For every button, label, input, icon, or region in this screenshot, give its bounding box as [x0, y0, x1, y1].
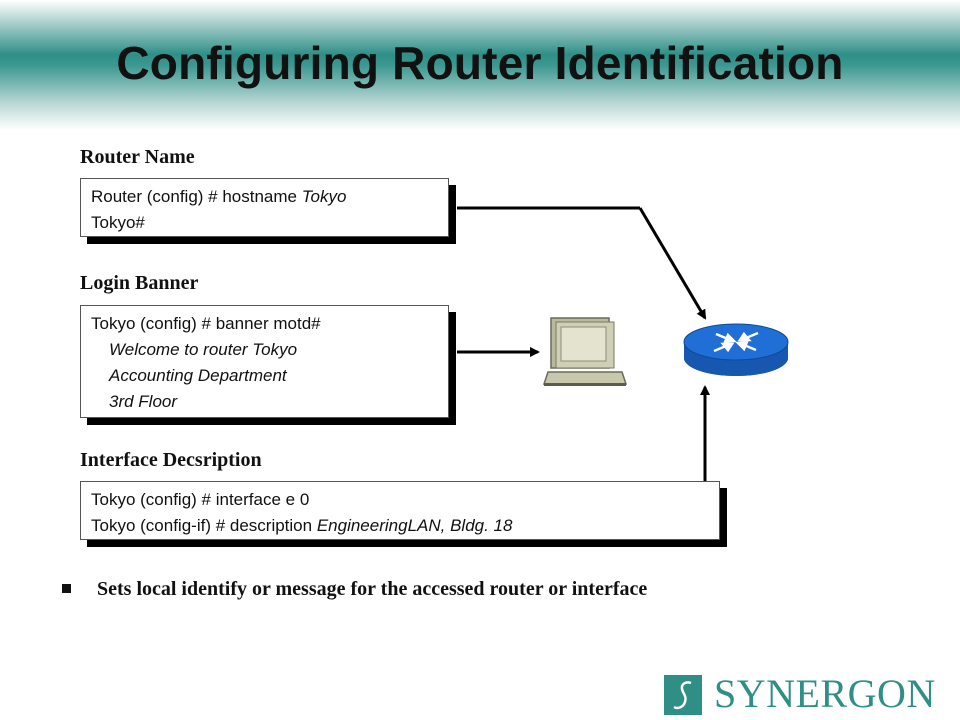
router-name-box: Router (config) # hostname Tokyo Tokyo#: [80, 178, 449, 237]
banner-line1: Tokyo (config) # banner motd#: [91, 314, 321, 333]
interface-description-box: Tokyo (config) # interface e 0 Tokyo (co…: [80, 481, 720, 540]
login-banner-box: Tokyo (config) # banner motd# Welcome to…: [80, 305, 449, 418]
interface-line2: Tokyo (config-if) # description Engineer…: [91, 513, 709, 539]
synergon-logo-text: SYNERGON: [714, 671, 936, 716]
synergon-logo-mark: [664, 675, 702, 715]
banner-line4: 3rd Floor: [109, 392, 178, 411]
router-name-connector: [457, 206, 707, 320]
interface-description-label: Interface Decsription: [80, 449, 262, 471]
router-name-line1: Router (config) # hostname Tokyo: [91, 184, 438, 210]
bullet-square-icon: [62, 583, 71, 593]
login-banner-label: Login Banner: [80, 272, 199, 294]
interface-line1: Tokyo (config) # interface e 0: [91, 490, 310, 509]
router-name-label: Router Name: [80, 146, 195, 168]
bullet-text: Sets local identify or message for the a…: [97, 578, 648, 600]
bullet-item: Sets local identify or message for the a…: [62, 578, 647, 601]
description-value: EngineeringLAN, Bldg. 18: [316, 516, 513, 535]
description-command: Tokyo (config-if) # description: [91, 516, 317, 535]
hostname-command: Router (config) # hostname: [91, 187, 302, 206]
banner-line3: Accounting Department: [109, 366, 287, 385]
header-band: [0, 0, 960, 130]
banner-line2: Welcome to router Tokyo: [109, 340, 298, 359]
slide-title: Configuring Router Identification: [116, 37, 844, 89]
hostname-value: Tokyo: [301, 187, 347, 206]
synergon-s-icon: [673, 681, 692, 710]
router-icon: [683, 323, 789, 376]
router-name-line2: Tokyo#: [91, 213, 145, 232]
terminal-icon: [542, 317, 628, 386]
